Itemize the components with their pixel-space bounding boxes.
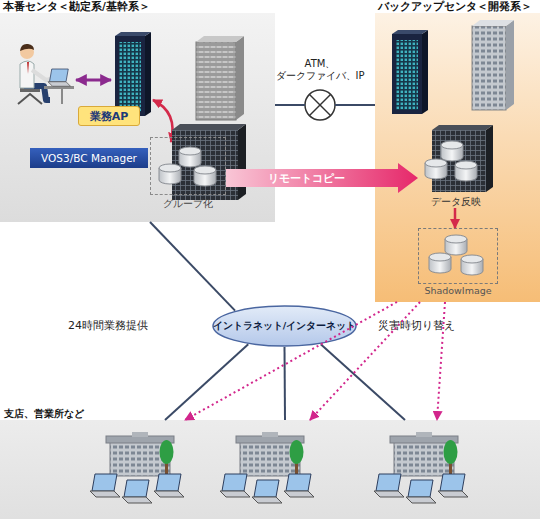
disk-group	[194, 166, 216, 186]
disk-group	[461, 255, 483, 275]
office-building	[196, 42, 236, 120]
office-building	[236, 36, 244, 120]
node-text: バックアップセンタ＜開発系＞	[378, 0, 532, 13]
network-ellipse: イントラネット/インターネット	[212, 305, 357, 347]
office-building	[472, 20, 514, 110]
node-text: ShadowImage	[419, 285, 497, 296]
free-label: 24時間業務提供	[68, 318, 148, 333]
access-arrow	[76, 79, 111, 82]
storage-rack	[172, 124, 246, 130]
office-building	[196, 36, 244, 42]
node-text: 本番センタ＜勘定系/基幹系＞	[3, 0, 150, 13]
disk-group	[429, 253, 451, 273]
node-text: イントラネット/インターネット	[213, 320, 356, 333]
operator-figure	[61, 89, 63, 104]
ellipse-shape	[213, 306, 356, 346]
storage-rack	[172, 130, 238, 200]
disk-group	[445, 235, 467, 255]
node-text: ATM、 ダークファイバ、IP	[272, 58, 368, 82]
storage-rack	[432, 125, 493, 130]
storage-rack	[486, 125, 493, 192]
office-building	[506, 20, 514, 110]
storage-rack	[238, 124, 246, 200]
storage-unit: データ反映	[418, 120, 493, 208]
disk-group	[159, 164, 181, 184]
node-text: 業務AP	[90, 109, 129, 124]
connector-line	[335, 104, 375, 106]
server-rack	[392, 30, 428, 114]
connector-line	[150, 222, 235, 311]
office-building	[196, 36, 244, 120]
switch-cross	[310, 95, 331, 116]
disk-group	[441, 141, 463, 161]
disk-group	[425, 159, 447, 179]
disk-group	[455, 161, 477, 181]
node-text: データ反映	[431, 196, 481, 208]
network-switch: ATM、 ダークファイバ、IP	[272, 58, 368, 122]
disk-group	[425, 141, 477, 181]
disk-group	[179, 147, 201, 167]
node-text: グループ化	[151, 197, 225, 211]
office-building	[472, 26, 506, 110]
software-box: VOS3/BC Manager	[30, 148, 148, 168]
node-text: 支店、営業所など	[4, 408, 84, 420]
server-rack	[115, 32, 151, 116]
switch-cross	[310, 95, 331, 116]
switch-circle	[305, 90, 335, 120]
storage-rack	[172, 124, 246, 200]
operator-figure	[20, 61, 34, 88]
node-text: VOS3/BC Manager	[41, 152, 137, 164]
shadowimage-group: ShadowImage	[418, 228, 498, 284]
free-label: 災害時切り替え	[378, 318, 455, 333]
storage-rack	[432, 125, 493, 192]
operator-figure	[27, 62, 29, 74]
app-box: 業務AP	[78, 106, 140, 126]
storage-group: グループ化	[150, 137, 226, 195]
connector-line	[275, 104, 305, 106]
dotted-arrow	[185, 302, 397, 420]
edge-label: リモートコピー	[268, 171, 345, 186]
